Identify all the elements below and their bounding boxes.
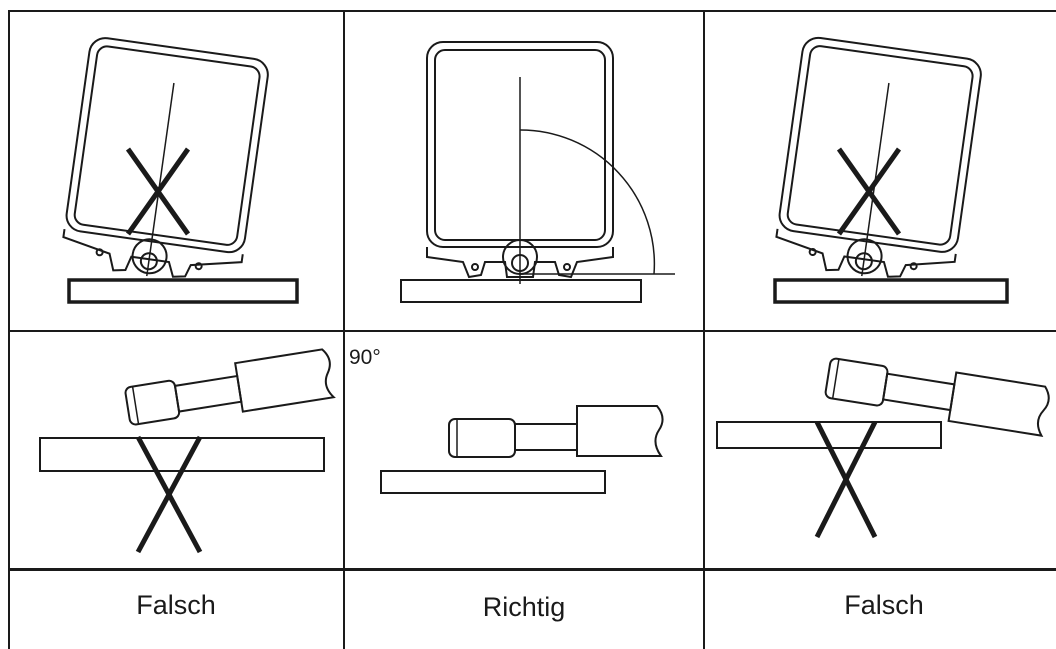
top-middle-illustration <box>345 12 703 330</box>
column-divider-1 <box>343 10 345 649</box>
screw-left <box>808 248 817 257</box>
label-right: Falsch <box>844 590 924 620</box>
device-head <box>124 379 181 426</box>
device-head <box>824 357 889 407</box>
handle-neck <box>514 423 578 451</box>
label-left: Falsch <box>136 590 216 620</box>
hinge-inner <box>511 254 529 272</box>
handle-neck <box>173 374 243 413</box>
wrong-mark-stroke-2 <box>135 435 203 554</box>
hinge-inner <box>854 252 873 271</box>
middle-right-illustration <box>705 332 1056 568</box>
device-inner-frame <box>73 45 261 246</box>
handle-grip <box>234 348 336 413</box>
handle-grip <box>576 405 664 457</box>
top-right-illustration <box>705 12 1056 330</box>
screw-right <box>909 262 918 271</box>
label-middle: Richtig <box>482 592 566 622</box>
hinge-outer <box>846 238 883 275</box>
mounting-plate <box>67 278 299 304</box>
mounting-plate <box>773 278 1009 304</box>
hinge-outer <box>131 238 168 275</box>
top-left-illustration <box>10 12 343 330</box>
screw-left <box>95 248 104 257</box>
angle-label: 90° <box>349 346 381 369</box>
hinge-outer <box>502 239 538 275</box>
hinge-inner <box>139 252 158 271</box>
screw-left <box>471 263 479 271</box>
wrong-mark-stroke-2 <box>836 147 902 236</box>
handle-neck <box>882 372 956 412</box>
head-edge <box>131 386 140 425</box>
center-line <box>146 82 175 277</box>
wrong-mark-stroke-2 <box>814 420 878 539</box>
device-head <box>448 418 516 458</box>
mounting-plate <box>400 279 642 303</box>
right-angle-arc <box>519 129 656 275</box>
device-base <box>426 247 614 279</box>
wrong-mark-stroke-2 <box>125 147 191 236</box>
screw-right <box>563 263 571 271</box>
row-divider-1 <box>8 330 1056 332</box>
column-divider-2 <box>703 10 705 649</box>
table-border-left <box>8 10 10 649</box>
head-edge <box>831 358 840 399</box>
middle-middle-illustration: 90° <box>345 332 703 568</box>
table-border-top <box>8 10 1056 12</box>
screw-right <box>194 262 203 271</box>
row-divider-2 <box>8 568 1056 571</box>
handle-grip <box>947 371 1050 437</box>
middle-left-illustration <box>10 332 343 568</box>
mounting-plate <box>380 470 606 494</box>
device-housing <box>65 37 269 254</box>
